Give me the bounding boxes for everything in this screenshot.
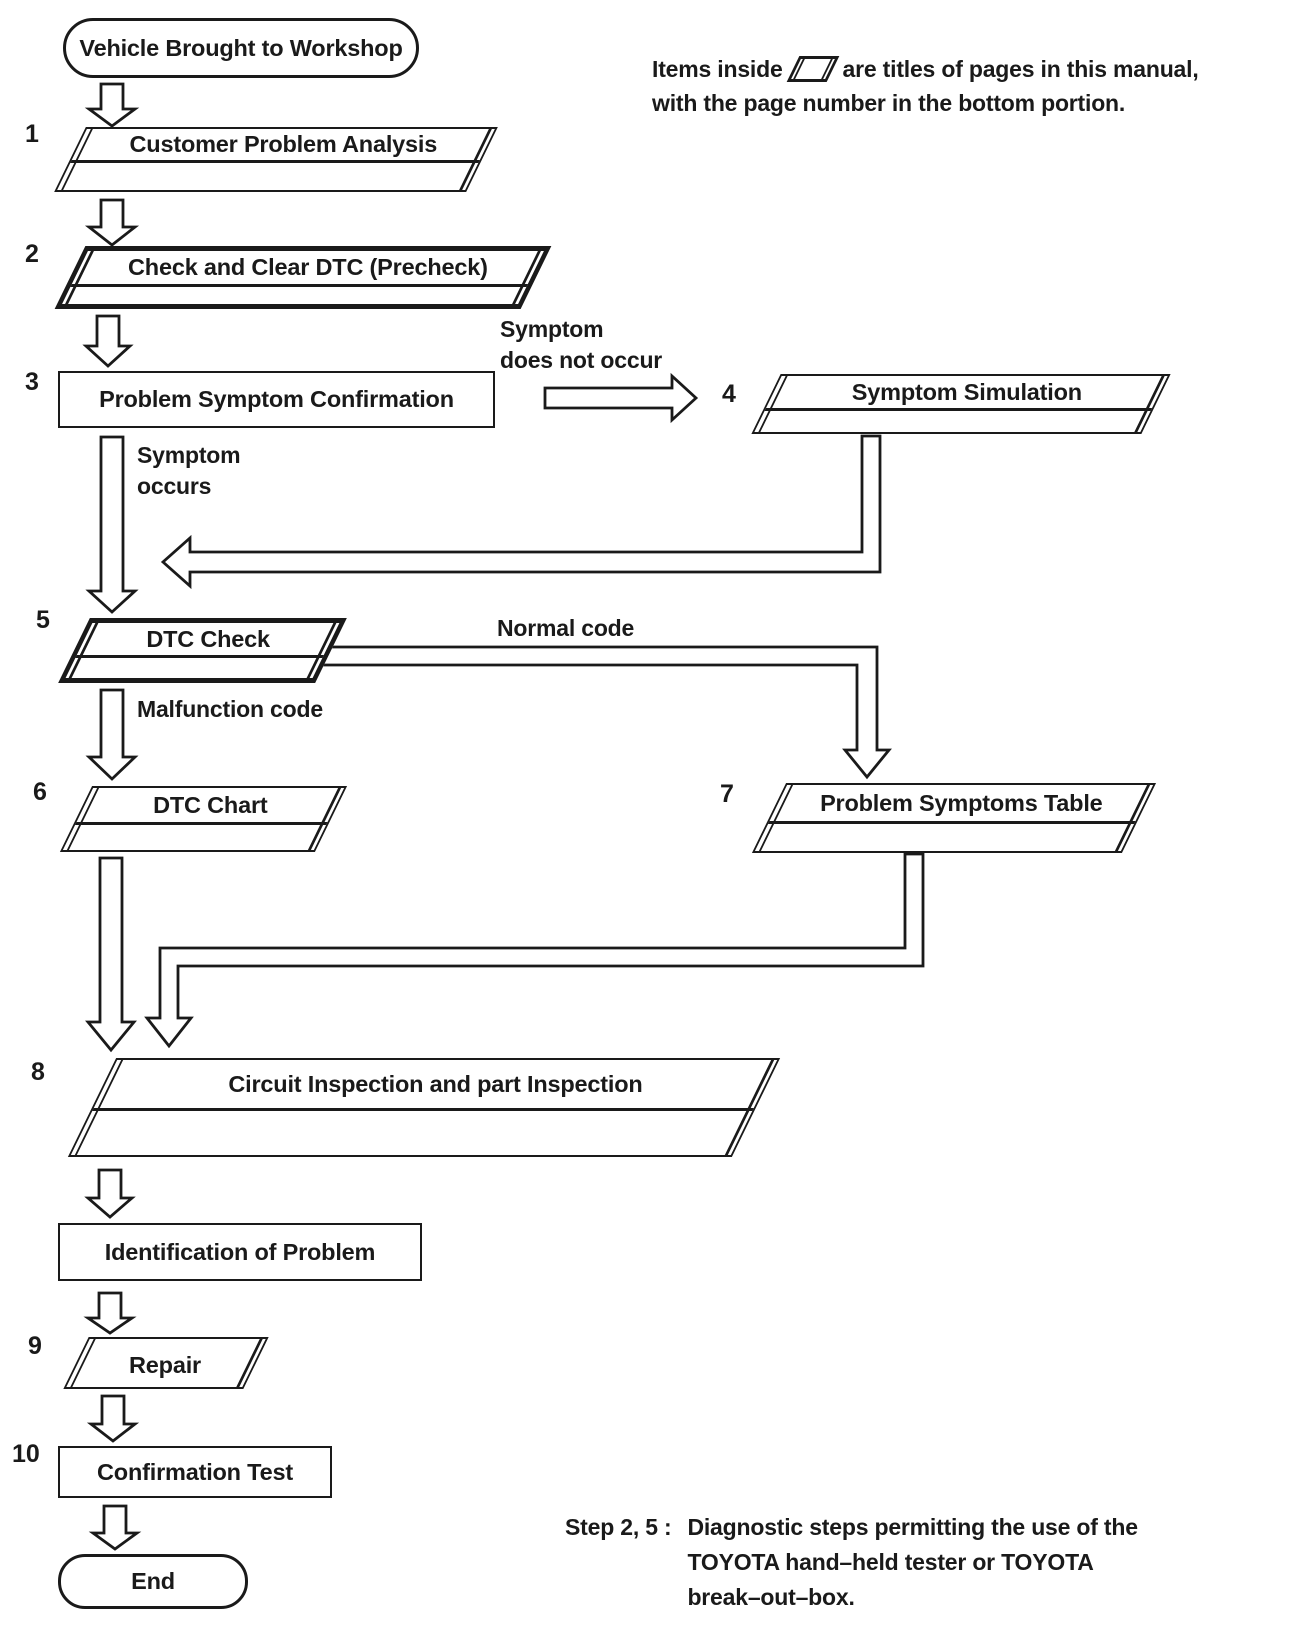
page-item-title: Circuit Inspection and part Inspection — [228, 1070, 643, 1097]
page-item-divider — [70, 160, 480, 163]
page-item-divider — [764, 408, 1153, 411]
page-item-circuit-inspection: Circuit Inspection and part Inspection — [67, 1058, 781, 1157]
step-number-5: 5 — [36, 606, 50, 634]
page-item-dtc-check: DTC Check — [58, 618, 347, 683]
process-problem-symptom-confirmation: Problem Symptom Confirmation — [58, 371, 495, 428]
page-item-dtc-chart: DTC Chart — [59, 786, 348, 852]
process-confirmation-test: Confirmation Test — [58, 1446, 332, 1498]
page-item-title: DTC Chart — [153, 791, 268, 818]
page-item-check-clear-dtc: Check and Clear DTC (Precheck) — [54, 246, 552, 309]
page-item-divider — [70, 284, 528, 288]
step-number-3: 3 — [25, 368, 39, 396]
arrow-step5-to-step6 — [85, 688, 139, 781]
process-identification-of-problem: Identification of Problem — [58, 1223, 422, 1281]
legend-note-text-before: Items inside — [652, 55, 783, 82]
page-item-title: Repair — [129, 1351, 201, 1378]
page-item-divider — [92, 1108, 754, 1111]
step-number-7: 7 — [720, 780, 734, 808]
arrow-step3-to-step4 — [543, 372, 699, 424]
arrow-identification-to-step9 — [83, 1291, 137, 1335]
step-number-8: 8 — [31, 1058, 45, 1086]
page-item-title: DTC Check — [146, 625, 270, 652]
page-item-title: Customer Problem Analysis — [129, 131, 438, 157]
page-item-repair: Repair — [63, 1337, 269, 1389]
end-terminal: End — [58, 1554, 248, 1609]
step-number-6: 6 — [33, 778, 47, 806]
end-terminal-label: End — [131, 1568, 175, 1594]
legend-note-line2: with the page number in the bottom porti… — [652, 89, 1126, 116]
legend-note: Items inside are titles of pages in this… — [652, 52, 1199, 120]
arrow-step8-to-identification — [84, 1168, 136, 1219]
arrow-step9-to-step10 — [86, 1394, 140, 1443]
arrow-step6-to-step8 — [85, 856, 137, 1053]
connector-step7-to-step8 — [144, 852, 925, 1049]
footnote-text: Diagnostic steps permitting the use of t… — [687, 1514, 1138, 1610]
page-symbol-icon — [786, 56, 839, 82]
step-number-2: 2 — [25, 240, 39, 268]
step-number-10: 10 — [12, 1440, 40, 1468]
footnote: Step 2, 5 : Diagnostic steps permitting … — [565, 1510, 1138, 1615]
arrow-step1-to-step2 — [84, 198, 140, 247]
page-item-title: Problem Symptoms Table — [820, 789, 1103, 816]
arrow-step10-to-end — [88, 1504, 142, 1551]
step-number-9: 9 — [28, 1332, 42, 1360]
arrow-step3-to-step5 — [85, 435, 139, 614]
page-item-symptom-simulation: Symptom Simulation — [751, 374, 1171, 434]
start-terminal: Vehicle Brought to Workshop — [63, 18, 419, 78]
edge-label-symptom-does-not-occur: Symptom does not occur — [500, 316, 663, 373]
page-item-title: Check and Clear DTC (Precheck) — [128, 254, 488, 280]
connector-normal-code — [310, 645, 892, 780]
page-item-divider — [75, 822, 328, 825]
step-number-1: 1 — [25, 120, 39, 148]
page-item-title: Symptom Simulation — [851, 378, 1082, 405]
edge-label-normal-code: Normal code — [497, 615, 635, 641]
legend-note-line1: Items inside are titles of pages in this… — [652, 52, 1199, 86]
page-item-customer-problem-analysis: Customer Problem Analysis — [54, 127, 498, 192]
page-item-divider — [768, 821, 1136, 824]
legend-note-text-after: are titles of pages in this manual, — [842, 55, 1199, 82]
edge-label-symptom-occurs: Symptom occurs — [137, 442, 241, 499]
page-item-divider — [75, 655, 324, 659]
edge-label-malfunction-code: Malfunction code — [137, 696, 323, 722]
step-number-4: 4 — [722, 380, 736, 408]
connector-step4-return — [160, 434, 882, 590]
arrow-start-to-step1 — [84, 82, 140, 128]
start-terminal-label: Vehicle Brought to Workshop — [79, 34, 403, 61]
arrow-step2-to-step3 — [82, 314, 134, 368]
footnote-label: Step 2, 5 : — [565, 1514, 672, 1540]
page-item-problem-symptoms-table: Problem Symptoms Table — [751, 783, 1157, 853]
